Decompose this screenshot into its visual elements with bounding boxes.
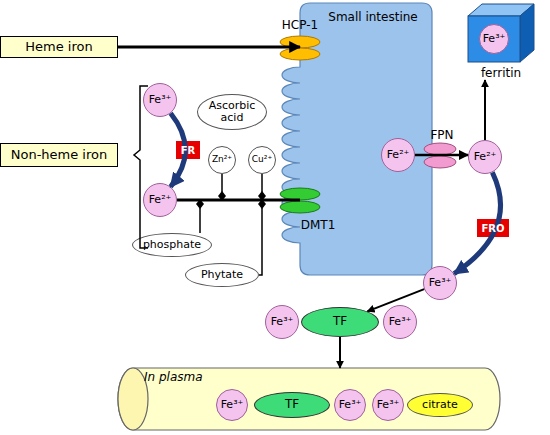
oval-node: phosphate [132,233,212,257]
node-text: Cu²⁺ [252,155,272,165]
transporter-oval [424,156,456,168]
node-text: Fe²⁺ [149,194,172,206]
inhibition-line [199,208,201,233]
arrow-connector [177,199,300,202]
transporter-oval [280,188,320,200]
node-text: FRO [481,223,504,234]
ion-circle: Fe³⁺ [372,389,404,421]
node-text: Ascorbic acid [198,100,266,124]
ferritin-cube: ferritin Fe³⁺ [466,2,536,80]
node-text: Zn²⁺ [212,155,232,165]
oval-node: Phytate [185,263,259,287]
node-text: phosphate [143,239,201,251]
node-text: Fe³⁺ [339,399,362,411]
transporter-label: HCP-1 [275,18,325,32]
inhibition-line [261,174,263,192]
node-text: Non-heme iron [11,148,108,162]
node-text: In plasma [144,371,234,384]
node-text: FR [181,145,196,156]
node-text: Fe³⁺ [483,33,506,45]
node-text: Fe³⁺ [429,277,452,289]
inhibition-line [259,208,262,275]
arrow-connector [118,46,300,49]
ion-circle: Zn²⁺ [208,146,236,174]
cylinder-body [118,368,500,430]
node-text: citrate [422,399,458,411]
cube-side [520,4,534,62]
ion-circle: Fe³⁺ [265,305,299,339]
ion-circle: Fe³⁺ [143,83,177,117]
ion-circle: Fe³⁺ [479,24,509,54]
node-text: TF [285,398,299,411]
cylinder-cap [118,368,148,430]
node-text: Fe²⁺ [387,149,410,161]
arrow-connector [339,337,341,368]
ion-circle: Fe³⁺ [423,266,457,300]
oval-node: TF [301,307,379,337]
transporter-oval [280,201,320,213]
node-text: Phytate [201,269,243,281]
ion-circle: Fe²⁺ [143,183,177,217]
process-box: Non-heme iron [0,143,118,167]
node-text: Fe³⁺ [149,94,172,106]
ion-circle: Fe³⁺ [216,389,248,421]
node-text: Small intestine [318,11,428,24]
node-text: Fe²⁺ [474,151,497,163]
node-text: Fe³⁺ [389,316,412,328]
ion-circle: Fe³⁺ [334,389,366,421]
process-box: Heme iron [0,36,118,58]
cube-front [468,16,520,62]
arrow-connector [484,80,486,140]
node-text: Fe³⁺ [377,399,400,411]
oval-node: Ascorbic acid [197,94,267,130]
bracket [134,86,148,248]
ion-circle: Fe³⁺ [383,305,417,339]
inhibition-line [221,174,223,192]
ion-circle: Cu²⁺ [248,146,276,174]
node-text: Fe³⁺ [271,316,294,328]
arrow-connector [415,154,468,157]
ion-circle: Fe²⁺ [381,138,415,172]
node-text: Fe³⁺ [221,399,244,411]
node-text: ferritin [466,67,536,80]
plasma-vessel: In plasmaFe³⁺ TF Fe³⁺ Fe³⁺ citrate [118,368,500,430]
node-text: TF [333,315,347,328]
transporter-label: DMT1 [294,218,342,232]
transporter-label: FPN [420,128,464,142]
process-box: FR [176,141,200,159]
transporter-oval [280,48,320,60]
oval-node: citrate [407,393,473,417]
ion-circle: Fe²⁺ [468,140,502,174]
curved-arrow [454,172,500,273]
node-text: Heme iron [25,40,92,54]
arrow-connector [367,289,424,311]
oval-node: TF [254,392,330,418]
transporter-oval [424,143,456,155]
curved-arrow [171,113,186,186]
